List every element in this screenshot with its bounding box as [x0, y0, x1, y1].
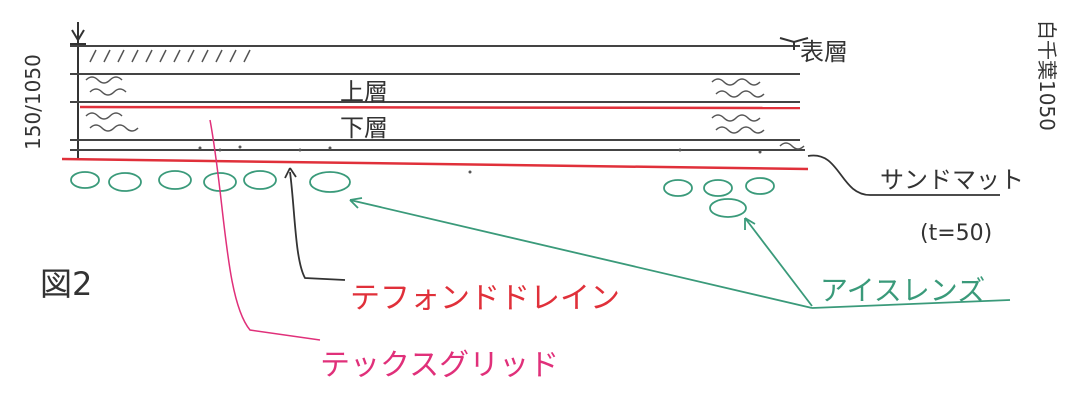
sand-dots [198, 145, 762, 174]
layer-label-upper: 上層 [340, 78, 388, 106]
right-thickness-marker [779, 37, 809, 50]
sand-mat-label: サンドマット [880, 166, 1024, 194]
ice-lens-label: アイスレンズ [820, 274, 985, 307]
layer-label-lower: 下層 [340, 114, 388, 142]
drain-leader [284, 167, 346, 281]
gravel-right [711, 78, 805, 150]
ice-lens-leaders [349, 197, 1011, 309]
figure-label: 図2 [40, 265, 92, 303]
red-line-upper [79, 105, 801, 110]
grid-lines-red [61, 105, 809, 171]
sand-mat-thickness-label: (t=50) [920, 221, 992, 246]
drain-label: テフォンドドレイン [350, 281, 620, 316]
gravel-left [85, 76, 139, 132]
thickness-right-label: 白千葉1050 [1035, 20, 1059, 131]
thickness-left-label: 150/1050 [21, 54, 45, 150]
surface-hatching [89, 49, 251, 63]
ice-lenses [70, 170, 775, 218]
grid-leader [209, 119, 321, 341]
layer-label-surface: 表層 [800, 38, 848, 66]
grid-label: テックスグリッド [320, 348, 559, 383]
red-line-lower [61, 157, 809, 171]
sand-mat-leader [807, 154, 1000, 196]
layer-lines [70, 45, 805, 151]
